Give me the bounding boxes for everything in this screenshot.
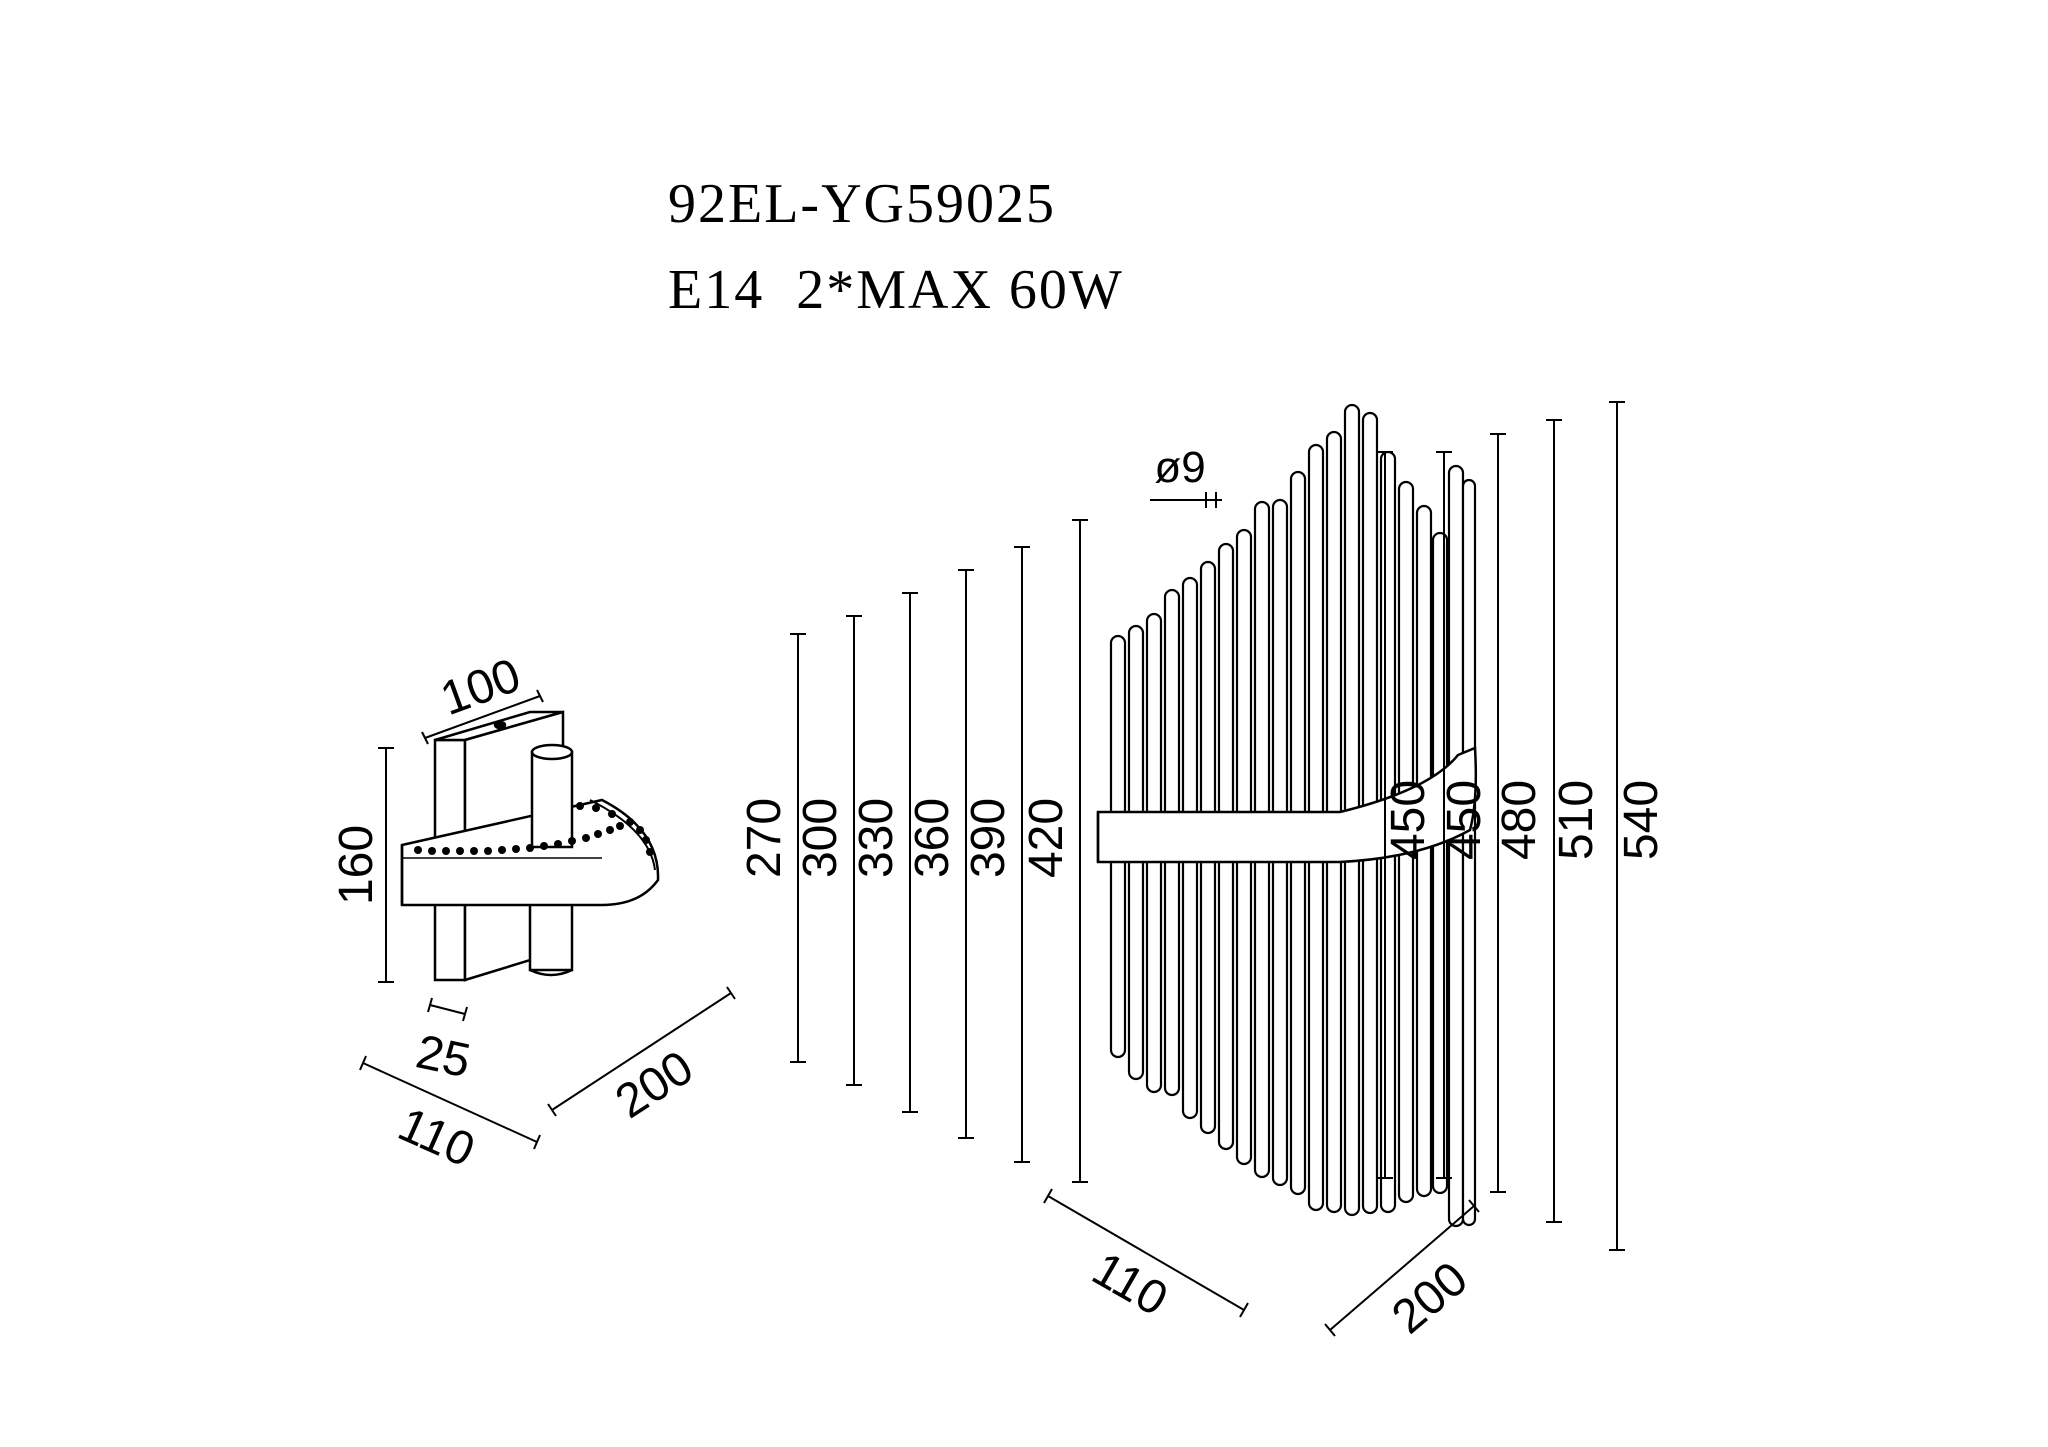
- dim-rod-360: 360: [906, 798, 959, 878]
- dim-side-depth: 200: [607, 1041, 703, 1129]
- dim-side-plate-depth: 25: [412, 1025, 475, 1088]
- dim-rod-330: 330: [850, 798, 903, 878]
- dim-rod-510: 510: [1550, 780, 1603, 860]
- dim-rod-270: 270: [738, 798, 791, 878]
- front-bottom-dimension-labels: 110 200: [1083, 1242, 1477, 1344]
- dim-rod-450-a: 450: [1382, 780, 1435, 860]
- dim-rod-diameter: ø9: [1154, 443, 1205, 492]
- dim-side-height: 160: [330, 825, 383, 905]
- socket-holes: [414, 802, 654, 856]
- bulb-spec: E14 2*MAX 60W: [668, 259, 1124, 321]
- dim-front-depth: 200: [1382, 1252, 1477, 1344]
- dim-rod-450-b: 450: [1438, 780, 1491, 860]
- diameter-marker: [1150, 492, 1222, 508]
- model-number: 92EL-YG59025: [668, 173, 1056, 235]
- dim-rod-420: 420: [1020, 798, 1073, 878]
- dim-side-width-top: 100: [434, 649, 527, 726]
- dim-rod-540: 540: [1615, 780, 1668, 860]
- front-view-ring: [1096, 746, 1478, 864]
- rod-length-lines: [790, 401, 1625, 1251]
- dim-rod-300: 300: [794, 798, 847, 878]
- side-dimension-lines: [359, 689, 736, 1150]
- side-view-lamp: [400, 710, 660, 982]
- rod-length-labels: 270 300 330 360 390 420 450 450 480 510 …: [738, 780, 1668, 878]
- dim-rod-480: 480: [1493, 780, 1546, 860]
- front-bottom-dimension-lines: [1043, 1188, 1480, 1337]
- dim-front-width: 110: [1083, 1242, 1176, 1326]
- dim-rod-390: 390: [962, 798, 1015, 878]
